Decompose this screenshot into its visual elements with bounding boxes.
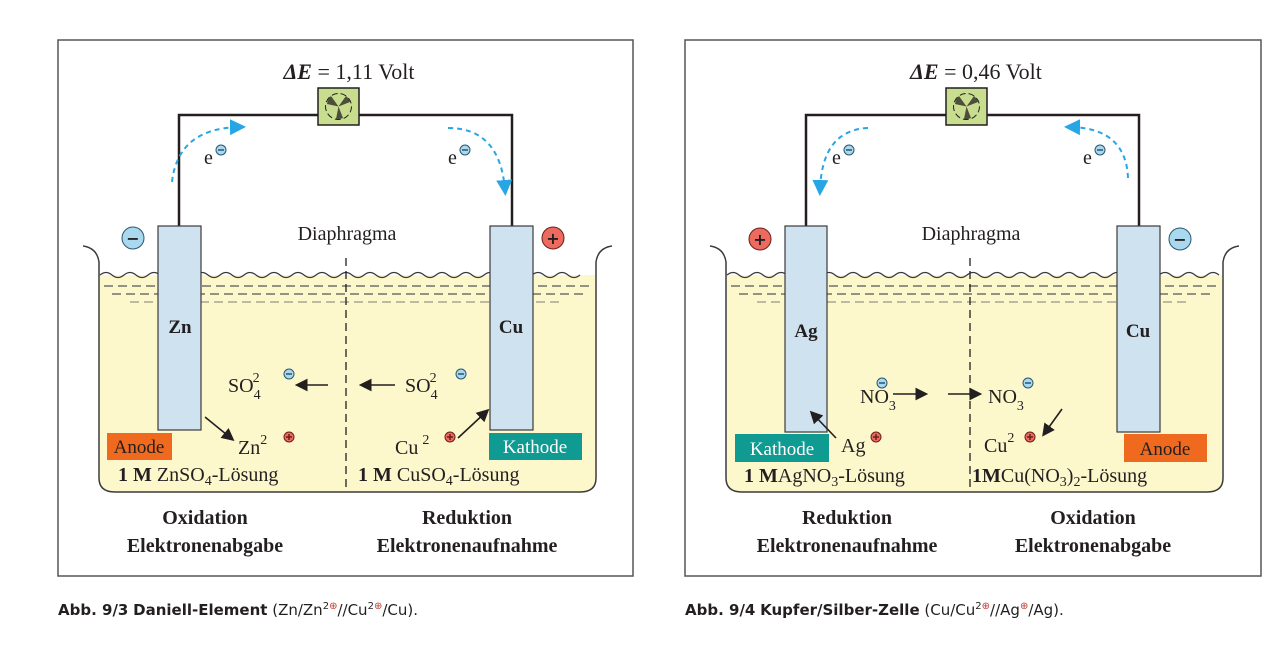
wire-left	[804, 113, 946, 226]
cathode-label: Kathode	[750, 439, 814, 460]
anode-badge	[1124, 434, 1207, 462]
solution	[727, 275, 1222, 492]
solution-label-left: 1 M ZnSO4-Lösung	[118, 464, 278, 489]
process-desc-right: Elektronenaufnahme	[377, 535, 558, 557]
dissolution-arrow	[204, 416, 235, 442]
voltmeter-icon	[317, 87, 360, 126]
electrode-label-left: Zn	[168, 317, 192, 338]
positive-charge-icon	[283, 431, 295, 443]
wire-right	[986, 113, 1141, 226]
process-right: Oxidation	[1050, 507, 1136, 529]
copper-electrode	[1116, 225, 1161, 433]
negative-charge-icon	[459, 144, 471, 156]
negative-charge-icon	[876, 377, 888, 389]
electron-label-left: e	[204, 147, 213, 169]
silver-ion: Ag	[841, 435, 865, 457]
electron-flow-arrow-right	[1064, 119, 1129, 179]
copper-electrode	[489, 225, 534, 431]
svg-text:+: +	[546, 229, 559, 248]
negative-charge-icon	[215, 144, 227, 156]
electron-label-right: e	[1083, 147, 1092, 169]
electron-label-right: e	[448, 147, 457, 169]
figure-caption: Abb. 9/3 Daniell-Element (Zn/Zn2⊕//Cu2⊕/…	[58, 601, 418, 619]
cathode-label: Kathode	[503, 437, 567, 458]
voltmeter-icon	[945, 87, 988, 126]
positive-pole-icon: +	[541, 226, 565, 250]
beaker	[82, 245, 613, 493]
negative-pole-icon: −	[121, 226, 145, 250]
electrode-label-right: Cu	[1126, 321, 1151, 342]
positive-pole-icon: +	[748, 227, 772, 251]
zinc-electrode	[157, 225, 202, 431]
process-desc-left: Elektronenabgabe	[127, 535, 283, 557]
electron-flow-arrow-right	[447, 127, 513, 196]
svg-text:+: +	[753, 230, 766, 249]
svg-text:−: −	[1173, 230, 1186, 249]
process-right: Reduktion	[422, 507, 512, 529]
negative-charge-icon	[455, 368, 467, 380]
silver-electrode	[784, 225, 828, 433]
deposition-arrow	[809, 410, 837, 439]
deposition-arrow	[457, 408, 490, 439]
zinc-ion: Zn2	[238, 433, 267, 459]
sulfate-ion-right: SO42	[405, 371, 438, 403]
process-desc-right: Elektronenabgabe	[1015, 535, 1171, 557]
electron-label-left: e	[832, 147, 841, 169]
negative-charge-icon	[283, 368, 295, 380]
negative-charge-icon	[1094, 144, 1106, 156]
dissolution-arrow	[1042, 408, 1063, 437]
process-left: Oxidation	[162, 507, 248, 529]
voltage-label: ΔE = 1,11 Volt	[283, 59, 415, 84]
copper-ion: Cu2	[984, 431, 1014, 457]
cathode-badge	[735, 434, 829, 462]
electrode-label-right: Cu	[499, 317, 524, 338]
figure-daniell-element: ΔE = 1,11 Volt e e Diaphragma Zn Cu − + …	[57, 39, 634, 619]
electron-flow-arrow-left	[812, 127, 869, 196]
figure-copper-silver-cell: ΔE = 0,46 Volt e e Diaphragma Ag Cu + − …	[684, 39, 1262, 619]
electrode-label-left: Ag	[794, 321, 818, 342]
negative-charge-icon	[1022, 377, 1034, 389]
positive-charge-icon	[444, 431, 456, 443]
solution-label-left: 1 MAgNO3-Lösung	[744, 465, 905, 490]
nitrate-ion-left: NO3	[860, 386, 896, 414]
anode-label: Anode	[1140, 439, 1191, 460]
figure-caption: Abb. 9/4 Kupfer/Silber-Zelle (Cu/Cu2⊕//A…	[685, 601, 1064, 619]
svg-text:−: −	[126, 229, 139, 248]
solution-label-right: 1 M CuSO4-Lösung	[358, 464, 519, 489]
anode-label: Anode	[114, 437, 165, 458]
diaphragm-label: Diaphragma	[922, 223, 1021, 245]
nitrate-ion-right: NO3	[988, 386, 1024, 414]
voltage-label: ΔE = 0,46 Volt	[909, 59, 1042, 84]
positive-charge-icon	[870, 431, 882, 443]
electron-flow-arrow-left	[171, 119, 246, 183]
process-left: Reduktion	[802, 507, 892, 529]
positive-charge-icon	[1024, 431, 1036, 443]
anode-badge	[107, 433, 172, 460]
diaphragm-label: Diaphragma	[298, 223, 397, 245]
wire-left	[177, 113, 318, 226]
cathode-badge	[489, 433, 582, 460]
solution-label-right: 1MCu(NO3)2-Lösung	[972, 465, 1147, 490]
negative-charge-icon	[843, 144, 855, 156]
negative-pole-icon: −	[1168, 227, 1192, 251]
beaker	[709, 245, 1240, 493]
process-desc-left: Elektronenaufnahme	[757, 535, 938, 557]
sulfate-ion-left: SO42	[228, 371, 261, 403]
